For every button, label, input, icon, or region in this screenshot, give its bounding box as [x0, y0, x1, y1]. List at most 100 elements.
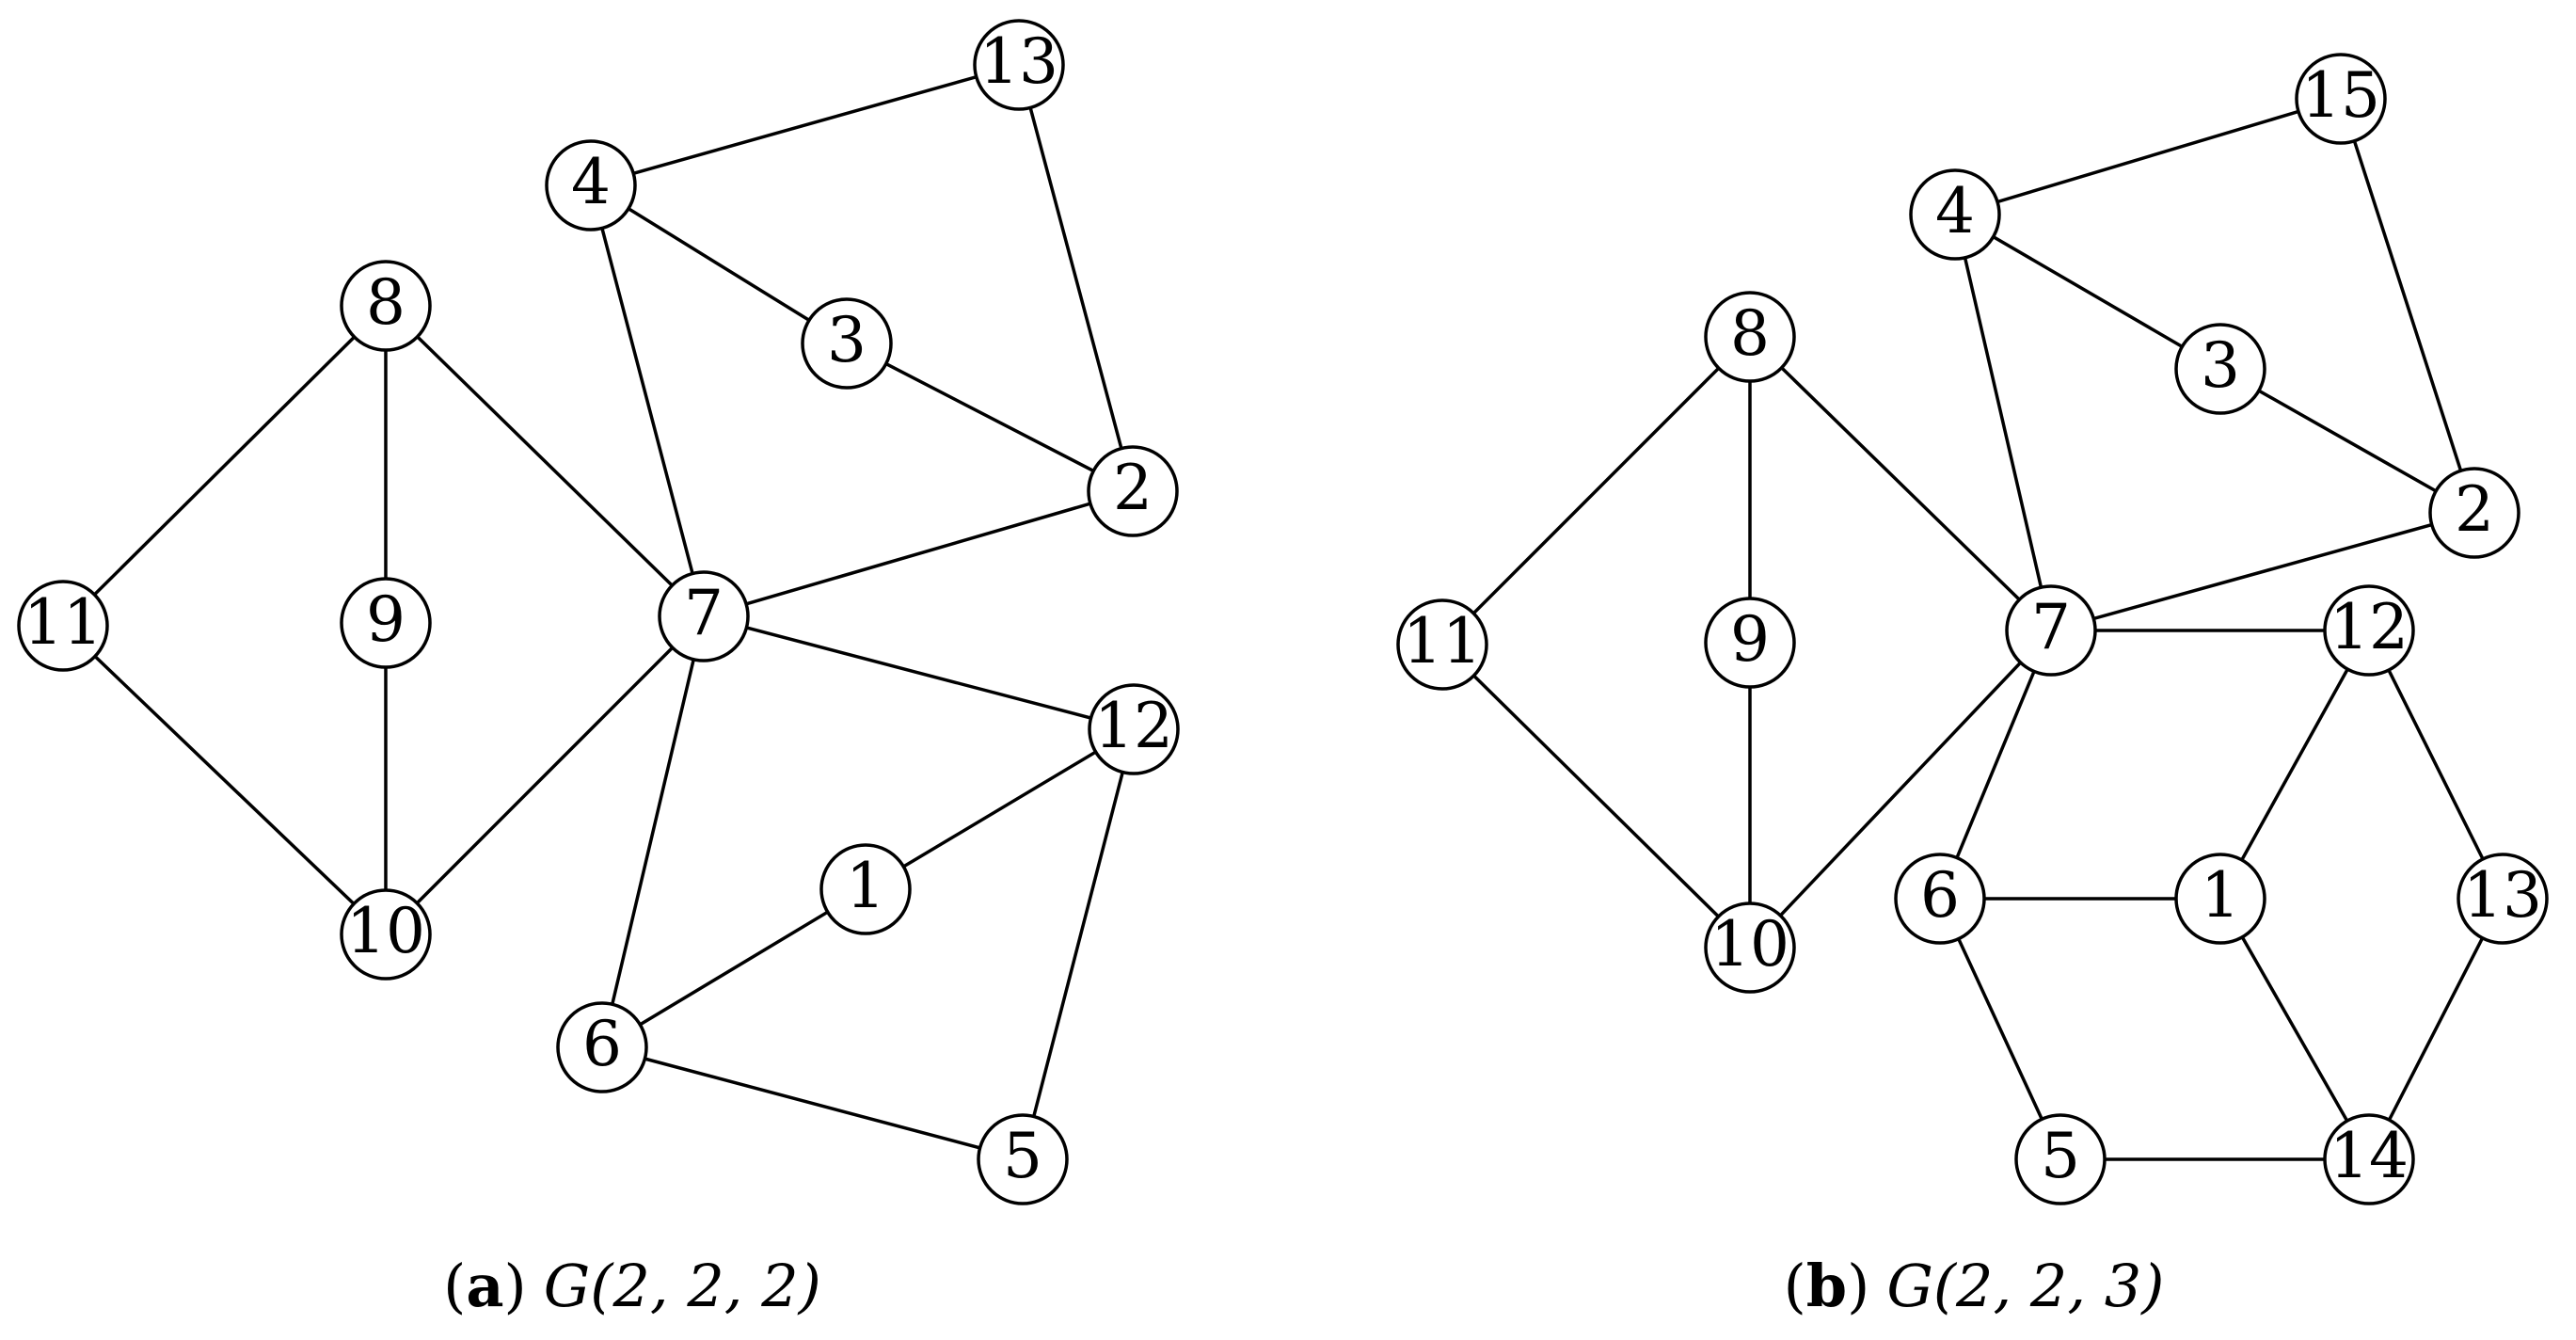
node-label: 2	[2455, 473, 2494, 546]
node-circle	[1088, 683, 1180, 775]
node-label: 1	[846, 850, 885, 922]
node-circle	[819, 843, 912, 935]
node-circle	[2457, 853, 2549, 945]
node-circle	[340, 577, 432, 669]
node-circle	[2174, 323, 2266, 415]
edge-b-1-14	[2218, 898, 2371, 1160]
node-a-11: 11	[17, 580, 109, 672]
caption-a-label: G(2, 2, 2)	[544, 1252, 821, 1320]
caption-a-letter: a	[466, 1252, 503, 1320]
node-a-13: 13	[973, 19, 1065, 111]
node-label: 11	[24, 586, 103, 659]
node-circle	[340, 260, 432, 352]
node-label: 7	[684, 577, 724, 649]
graph-b-edges	[1440, 97, 2504, 1161]
node-b-3: 3	[2174, 323, 2266, 415]
node-circle	[2174, 853, 2266, 945]
node-circle	[1704, 901, 1796, 994]
node-circle	[545, 139, 637, 231]
caption-b-letter: b	[1806, 1252, 1847, 1320]
node-circle	[1894, 853, 1986, 945]
node-a-9: 9	[340, 577, 432, 669]
edge-b-8-11	[1440, 335, 1752, 646]
edge-b-12-13	[2367, 630, 2504, 900]
node-label: 5	[2041, 1120, 2080, 1192]
node-b-14: 14	[2323, 1113, 2415, 1205]
node-circle	[556, 1001, 648, 1093]
edge-b-7-6	[1938, 630, 2053, 900]
node-circle	[973, 19, 1065, 111]
node-label: 7	[2031, 591, 2071, 663]
caption-b-label: G(2, 2, 3)	[1886, 1252, 2164, 1320]
edge-b-6-5	[1938, 898, 2062, 1160]
node-label: 5	[1003, 1120, 1042, 1192]
edge-b-2-7	[2050, 511, 2475, 632]
edge-b-15-2	[2339, 98, 2476, 514]
node-b-4: 4	[1909, 168, 2001, 261]
node-label: 15	[2301, 59, 2380, 132]
edge-b-4-3	[1954, 213, 2221, 371]
node-label: 4	[571, 146, 611, 218]
graph-a-edges	[61, 63, 1136, 1161]
node-label: 1	[2201, 859, 2240, 932]
caption-a-open: (	[443, 1252, 466, 1320]
node-circle	[2014, 1113, 2107, 1205]
node-label: 6	[1920, 859, 1960, 932]
edge-b-4-7	[1953, 214, 2053, 631]
node-b-10: 10	[1704, 901, 1796, 994]
node-circle	[1704, 291, 1796, 383]
node-circle	[1909, 168, 2001, 261]
node-b-1: 1	[2174, 853, 2266, 945]
node-circle	[1396, 598, 1488, 691]
node-circle	[658, 570, 750, 662]
node-circle	[2005, 584, 2097, 677]
edge-a-6-5	[601, 1045, 1024, 1161]
node-a-2: 2	[1087, 445, 1179, 537]
node-label: 10	[1710, 908, 1789, 981]
node-circle	[1704, 597, 1796, 689]
node-a-3: 3	[801, 297, 893, 390]
edge-a-4-3	[590, 183, 848, 345]
edge-b-4-15	[1954, 97, 2342, 216]
edge-a-2-7	[703, 489, 1134, 618]
edge-a-11-10	[61, 624, 388, 936]
node-b-5: 5	[2014, 1113, 2107, 1205]
node-circle	[2428, 467, 2520, 559]
node-b-11: 11	[1396, 598, 1488, 691]
edge-b-1-12	[2218, 630, 2371, 900]
node-label: 14	[2330, 1120, 2409, 1192]
node-label: 10	[346, 895, 425, 967]
edge-b-10-7	[1748, 629, 2053, 949]
node-b-12: 12	[2323, 584, 2415, 677]
edge-a-10-7	[384, 614, 706, 936]
node-label: 13	[979, 25, 1058, 98]
node-circle	[2295, 53, 2387, 145]
node-a-10: 10	[340, 888, 432, 981]
node-a-1: 1	[819, 843, 912, 935]
caption-a: (a)G(2, 2, 2)	[443, 1252, 821, 1320]
node-label: 13	[2463, 859, 2542, 932]
edge-a-12-5	[1021, 728, 1136, 1160]
node-label: 12	[2330, 591, 2409, 663]
edge-b-11-10	[1440, 643, 1752, 949]
node-b-6: 6	[1894, 853, 1986, 945]
edge-a-8-7	[384, 304, 706, 618]
edge-a-12-1	[865, 727, 1135, 891]
caption-b: (b)G(2, 2, 3)	[1784, 1252, 2165, 1320]
node-a-5: 5	[977, 1113, 1069, 1205]
node-a-4: 4	[545, 139, 637, 231]
node-a-12: 12	[1088, 683, 1180, 775]
node-a-7: 7	[658, 570, 750, 662]
node-circle	[801, 297, 893, 390]
node-label: 2	[1113, 452, 1153, 524]
node-label: 12	[1094, 690, 1173, 762]
node-b-15: 15	[2295, 53, 2387, 145]
node-a-8: 8	[340, 260, 432, 352]
caption-a-close: )	[504, 1252, 527, 1320]
edge-a-8-11	[61, 304, 388, 628]
